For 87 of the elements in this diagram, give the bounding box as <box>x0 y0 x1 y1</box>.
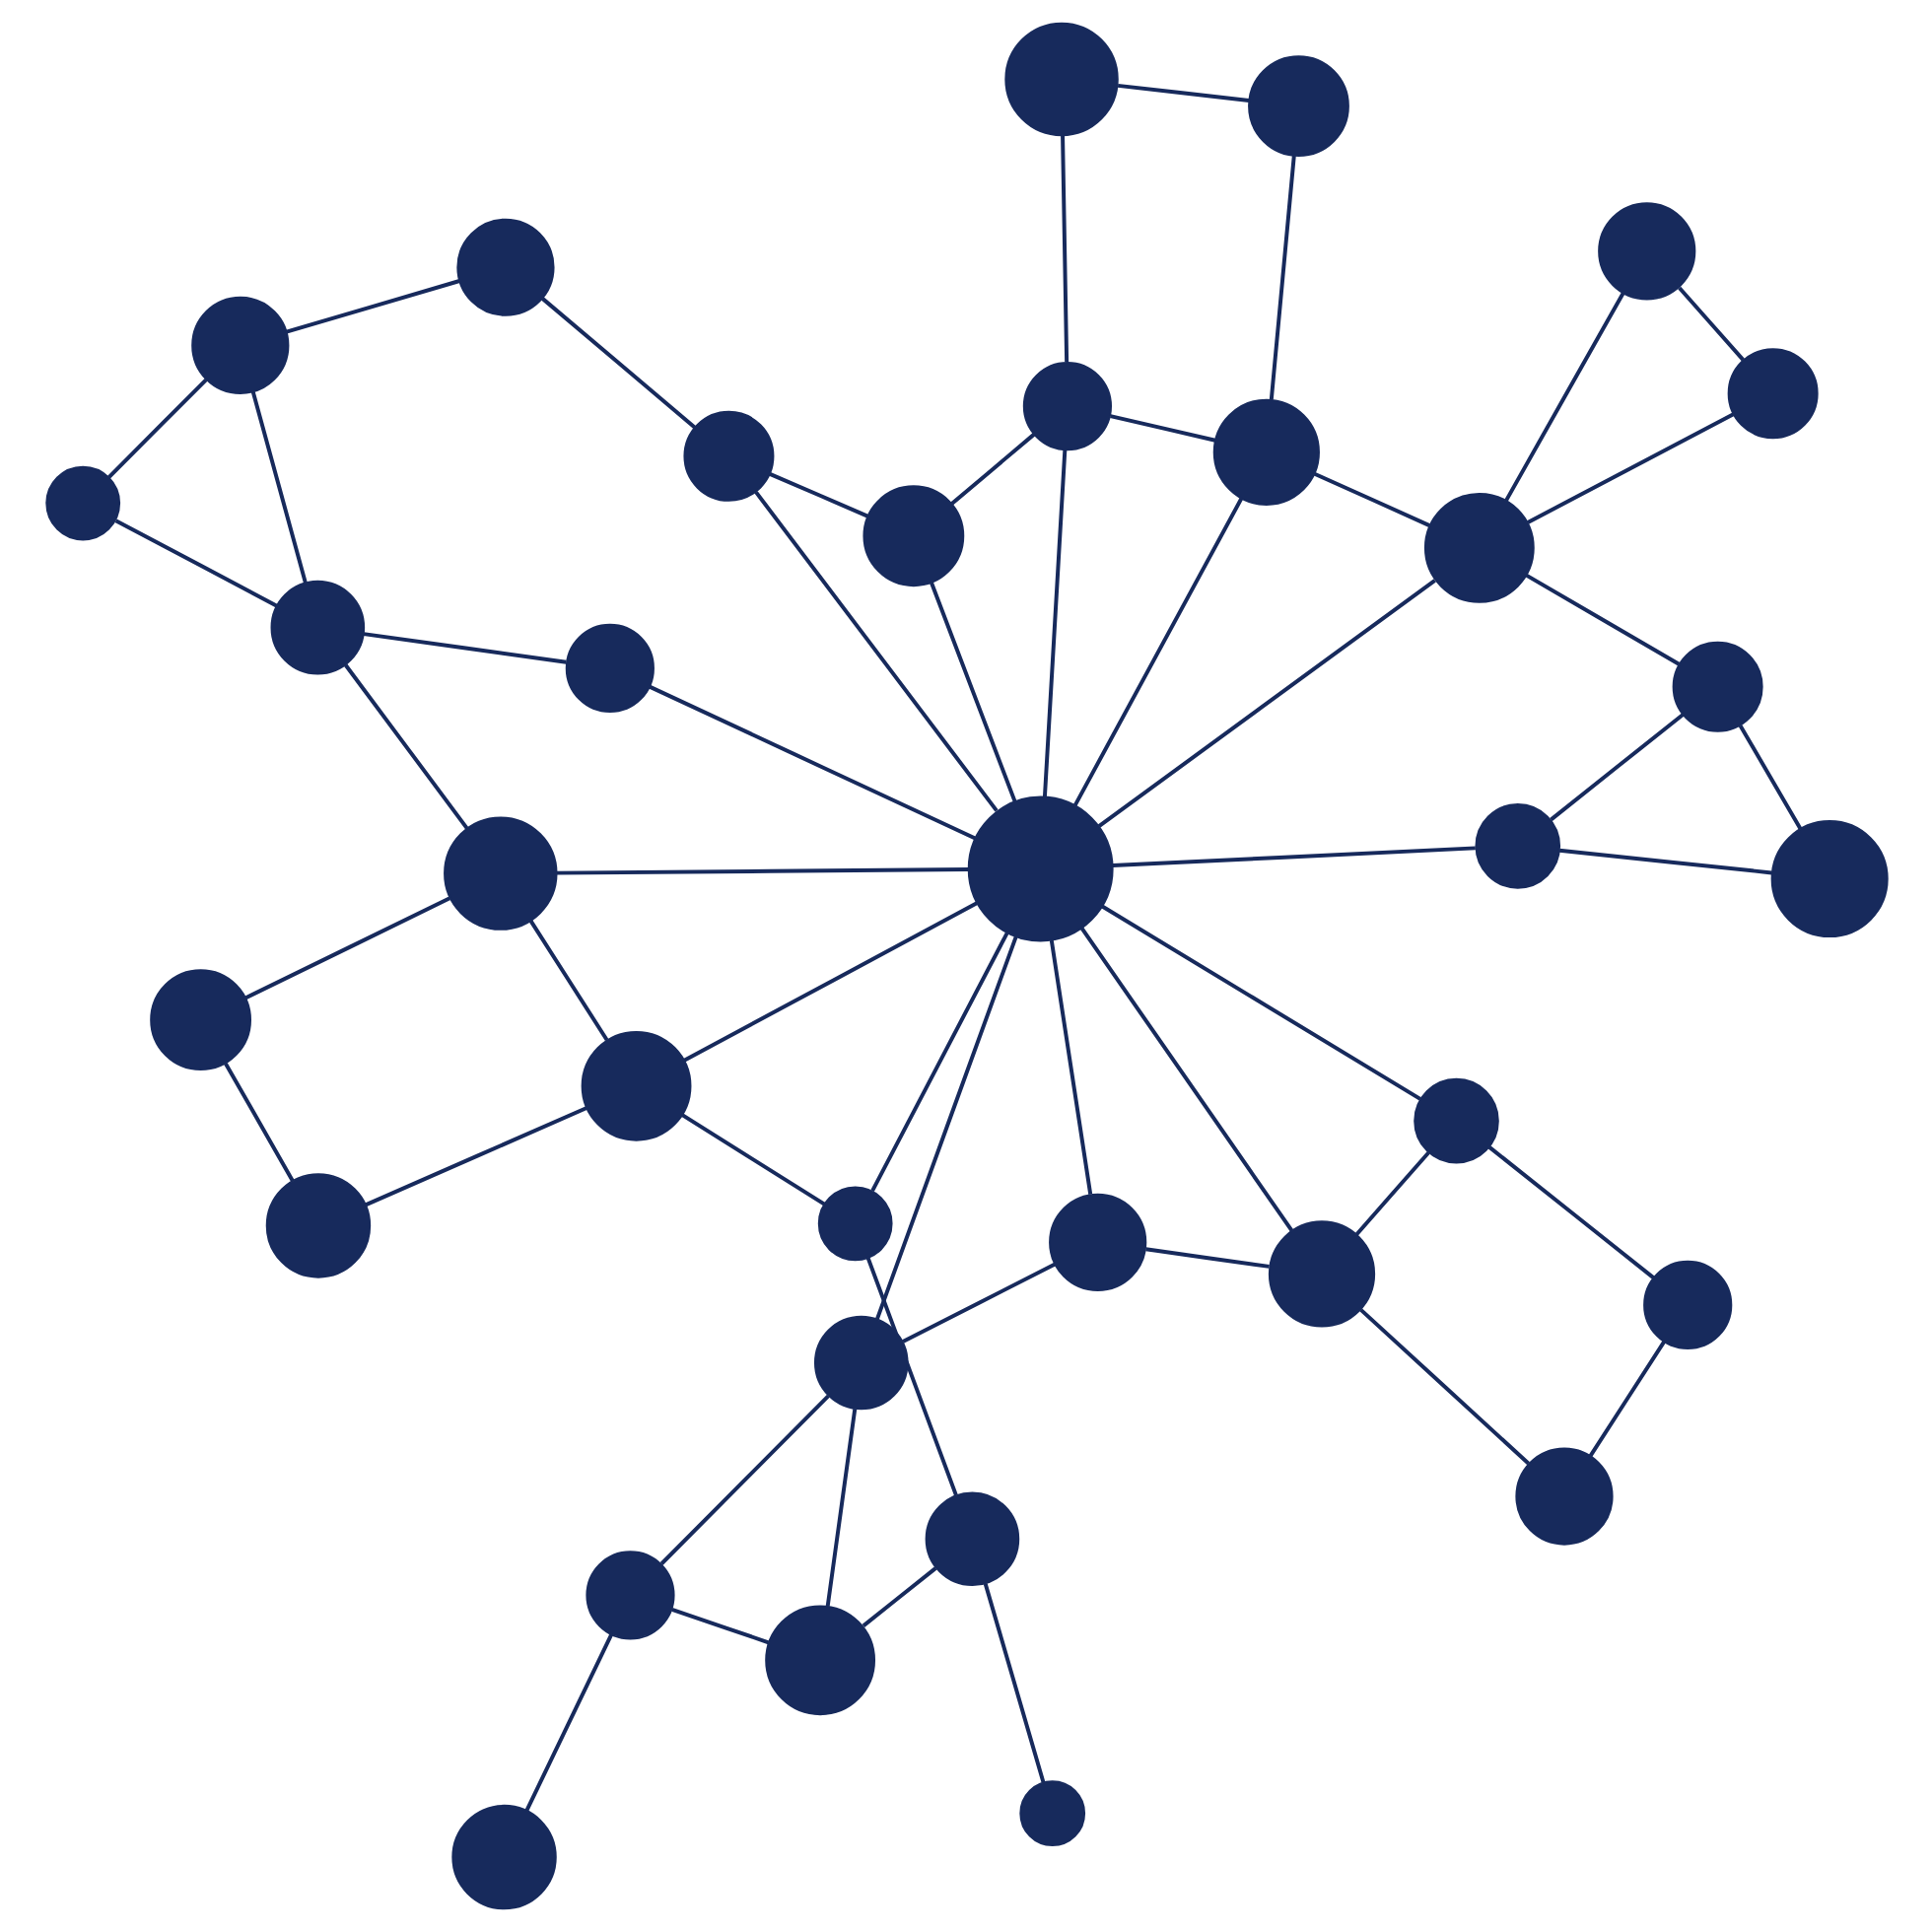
node-circle <box>1726 348 1818 440</box>
node-circle <box>816 1186 892 1262</box>
connector <box>658 1394 829 1565</box>
node-circle <box>1247 55 1348 157</box>
node-circle <box>764 1605 875 1716</box>
connector <box>1060 135 1069 363</box>
connector <box>1071 497 1243 806</box>
node-circle <box>264 1173 371 1278</box>
connector <box>1144 1247 1269 1269</box>
connector <box>540 297 696 430</box>
connector <box>1526 412 1734 524</box>
node-circle <box>1474 803 1560 889</box>
connector <box>929 582 1016 802</box>
connector <box>527 920 608 1042</box>
connector <box>1358 1308 1530 1466</box>
connector <box>1503 292 1624 502</box>
connector <box>949 433 1035 506</box>
node-circle <box>450 1804 556 1910</box>
connector <box>1109 414 1215 443</box>
connector <box>861 1566 936 1627</box>
connector <box>648 684 976 841</box>
node-circle <box>1597 202 1695 301</box>
connector <box>1677 286 1744 362</box>
node-circle <box>1422 492 1534 603</box>
connector <box>1549 713 1684 822</box>
node-circle <box>1021 361 1111 451</box>
connector <box>1486 1145 1654 1279</box>
node-circle <box>269 580 365 675</box>
node-circle <box>1211 398 1319 506</box>
connector <box>1268 155 1295 400</box>
connector <box>753 491 998 812</box>
connector <box>864 1257 957 1496</box>
connector <box>1353 1150 1429 1236</box>
connector <box>982 1583 1045 1783</box>
node-circle <box>1003 22 1118 137</box>
node-circle <box>1413 1077 1498 1164</box>
connector <box>364 1106 586 1208</box>
connector <box>1111 846 1475 867</box>
connector <box>1096 579 1435 828</box>
connector <box>343 663 468 830</box>
connector <box>362 632 566 664</box>
node-circle <box>1671 641 1762 732</box>
connector <box>1524 573 1680 666</box>
connector <box>869 932 1008 1193</box>
connector <box>1737 724 1802 830</box>
connector <box>1048 939 1092 1195</box>
node-circle <box>1514 1447 1613 1546</box>
connector <box>1041 449 1067 797</box>
node-circle <box>966 795 1113 942</box>
node-circle <box>44 465 120 541</box>
connector <box>1312 471 1429 527</box>
connector <box>768 471 867 518</box>
connector <box>223 1062 294 1182</box>
connector <box>1557 848 1771 875</box>
node-circle <box>455 218 554 316</box>
connector <box>113 518 277 608</box>
connector <box>1587 1341 1665 1457</box>
node-circle <box>924 1491 1019 1587</box>
connector <box>680 1113 825 1207</box>
node-circle <box>862 485 964 587</box>
node-circle <box>1642 1260 1732 1349</box>
connector <box>1078 927 1293 1232</box>
node-circle <box>812 1315 908 1411</box>
connector <box>106 378 207 479</box>
node-circle <box>1018 1780 1085 1847</box>
node-circle <box>443 816 557 931</box>
connector <box>285 279 459 334</box>
connector <box>1116 83 1249 103</box>
connector <box>874 935 1017 1320</box>
node-circle <box>585 1551 674 1640</box>
connector <box>523 1633 612 1812</box>
node-circle <box>564 623 654 713</box>
connector <box>243 896 450 1000</box>
node-circle <box>1048 1193 1146 1291</box>
node-circle <box>190 296 289 394</box>
node-circle <box>682 410 774 502</box>
connector <box>249 390 307 584</box>
node-circle <box>580 1030 691 1141</box>
node-circle <box>1267 1220 1375 1328</box>
connector <box>1100 904 1420 1101</box>
connector <box>824 1409 857 1607</box>
connector <box>901 1262 1056 1344</box>
node-circle <box>1769 820 1888 938</box>
connector <box>682 901 977 1063</box>
connector <box>670 1607 769 1645</box>
node-circle <box>149 969 250 1071</box>
connector <box>555 867 968 875</box>
